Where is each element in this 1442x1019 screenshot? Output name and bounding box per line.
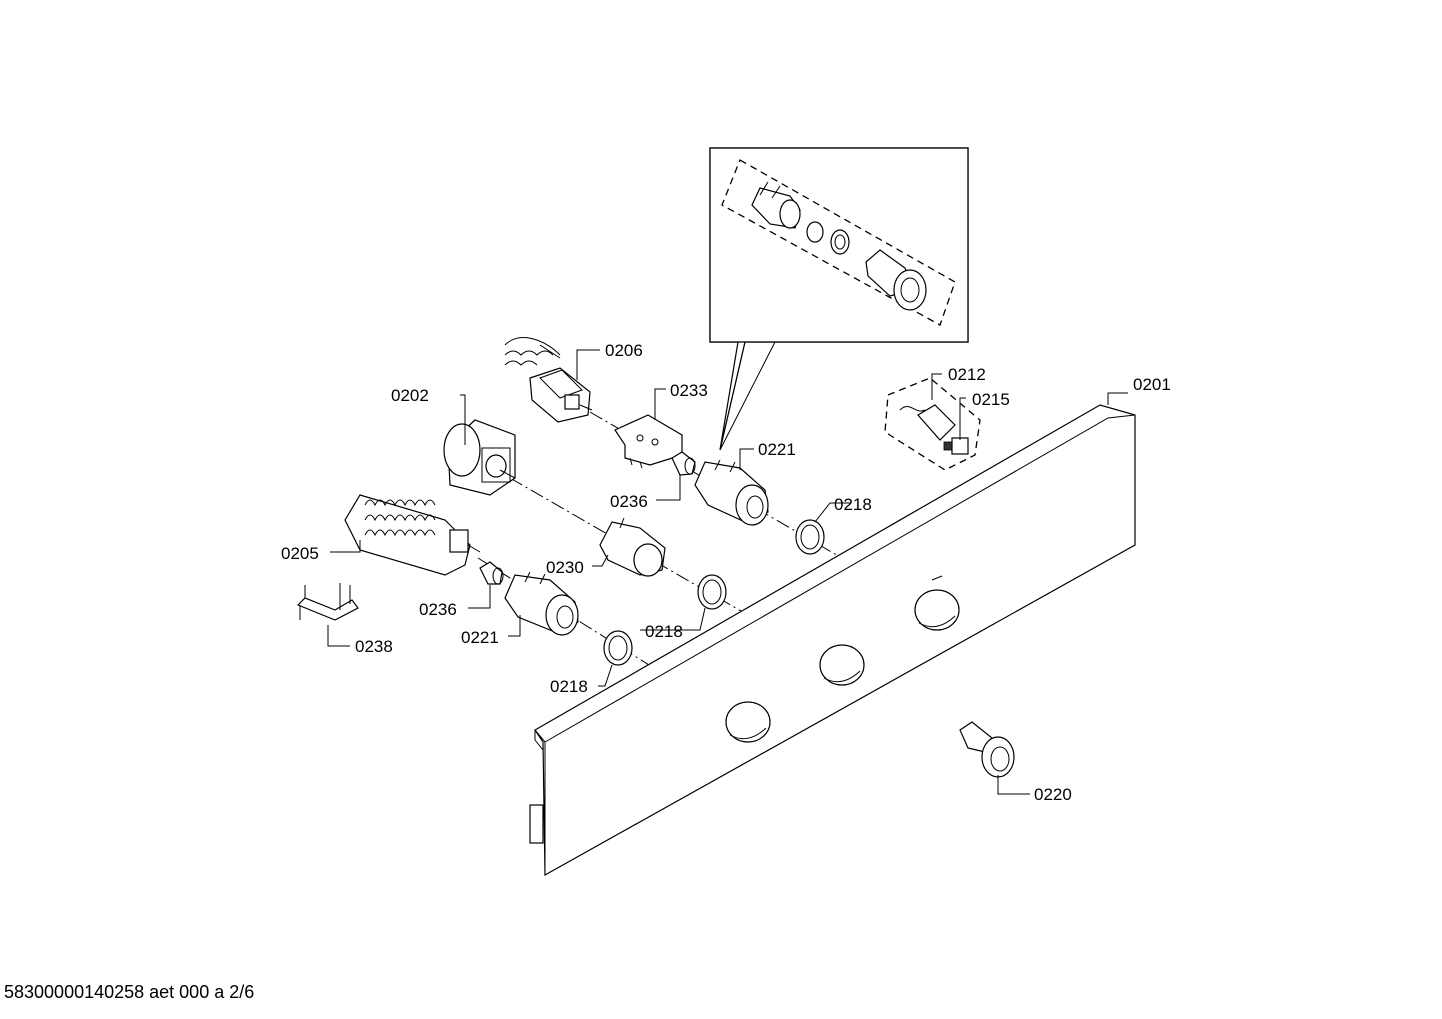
document-id: 58300000140258 aet 000 a 2/6 (4, 982, 255, 1002)
label-0201: 0201 (1133, 375, 1171, 394)
label-0212: 0212 (948, 365, 986, 384)
label-0215: 0215 (972, 390, 1010, 409)
timer-selector (443, 419, 516, 496)
control-panel (529, 404, 1136, 877)
knob-holder-middle (599, 517, 666, 577)
sleeve-upper (671, 451, 696, 476)
inset-spring (806, 221, 824, 243)
label-0220: 0220 (1034, 785, 1072, 804)
knob-holder-upper (694, 459, 769, 526)
label-0218-lower: 0218 (550, 677, 588, 696)
leader-lines (327, 349, 1128, 795)
switch-block (344, 494, 481, 576)
label-0202: 0202 (391, 386, 429, 405)
label-0236-lower: 0236 (419, 600, 457, 619)
label-0205: 0205 (281, 544, 319, 563)
label-0236-upper: 0236 (610, 492, 648, 511)
detail-inset (709, 147, 969, 451)
label-0230: 0230 (546, 558, 584, 577)
label-0218-upper: 0218 (834, 495, 872, 514)
ring-upper (795, 519, 825, 555)
label-0238: 0238 (355, 637, 393, 656)
mounting-bracket (614, 414, 683, 469)
label-0233: 0233 (670, 381, 708, 400)
terminal-clip (296, 583, 359, 621)
inset-ring (830, 229, 850, 255)
inset-knob (865, 249, 927, 311)
label-0221-upper: 0221 (758, 440, 796, 459)
label-0206: 0206 (605, 341, 643, 360)
control-knob (959, 721, 1015, 778)
sleeve-lower (479, 561, 504, 585)
thermostat (504, 337, 593, 423)
label-0221-lower: 0221 (461, 628, 499, 647)
label-0218-middle: 0218 (645, 622, 683, 641)
inset-knob-holder (751, 181, 801, 229)
ring-middle (697, 574, 727, 610)
ring-lower (603, 630, 633, 666)
knob-holder-lower (504, 571, 579, 636)
